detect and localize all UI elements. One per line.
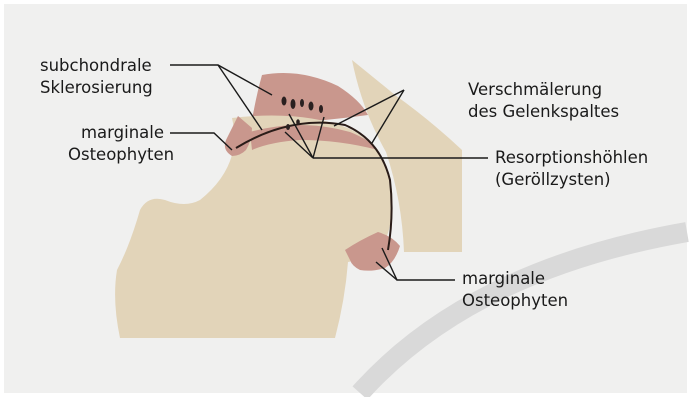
label-line: Osteophyten (462, 290, 568, 312)
label-line: (Geröllzysten) (495, 169, 648, 191)
label-marginal-osteophytes-left: marginale Osteophyten (68, 122, 164, 166)
cyst (282, 97, 287, 106)
label-subchondral-sclerosis: subchondrale Sklerosierung (40, 55, 153, 99)
cyst (300, 99, 304, 107)
label-line: Verschmälerung (468, 79, 619, 101)
label-line: Sklerosierung (40, 77, 153, 99)
label-line: marginale (462, 268, 568, 290)
label-line: Resorptionshöhlen (495, 147, 648, 169)
label-joint-space-narrowing: Verschmälerung des Gelenkspaltes (468, 79, 619, 123)
label-line: marginale (68, 122, 164, 144)
cyst (319, 105, 323, 113)
cyst (296, 119, 300, 125)
cyst (309, 102, 314, 111)
cyst (286, 124, 290, 130)
label-line: subchondrale (40, 55, 153, 77)
cyst (291, 99, 296, 109)
label-line: Osteophyten (68, 144, 164, 166)
label-line: des Gelenkspaltes (468, 101, 619, 123)
label-marginal-osteophytes-bottom: marginale Osteophyten (462, 268, 568, 312)
label-resorption-cysts: Resorptionshöhlen (Geröllzysten) (495, 147, 648, 191)
